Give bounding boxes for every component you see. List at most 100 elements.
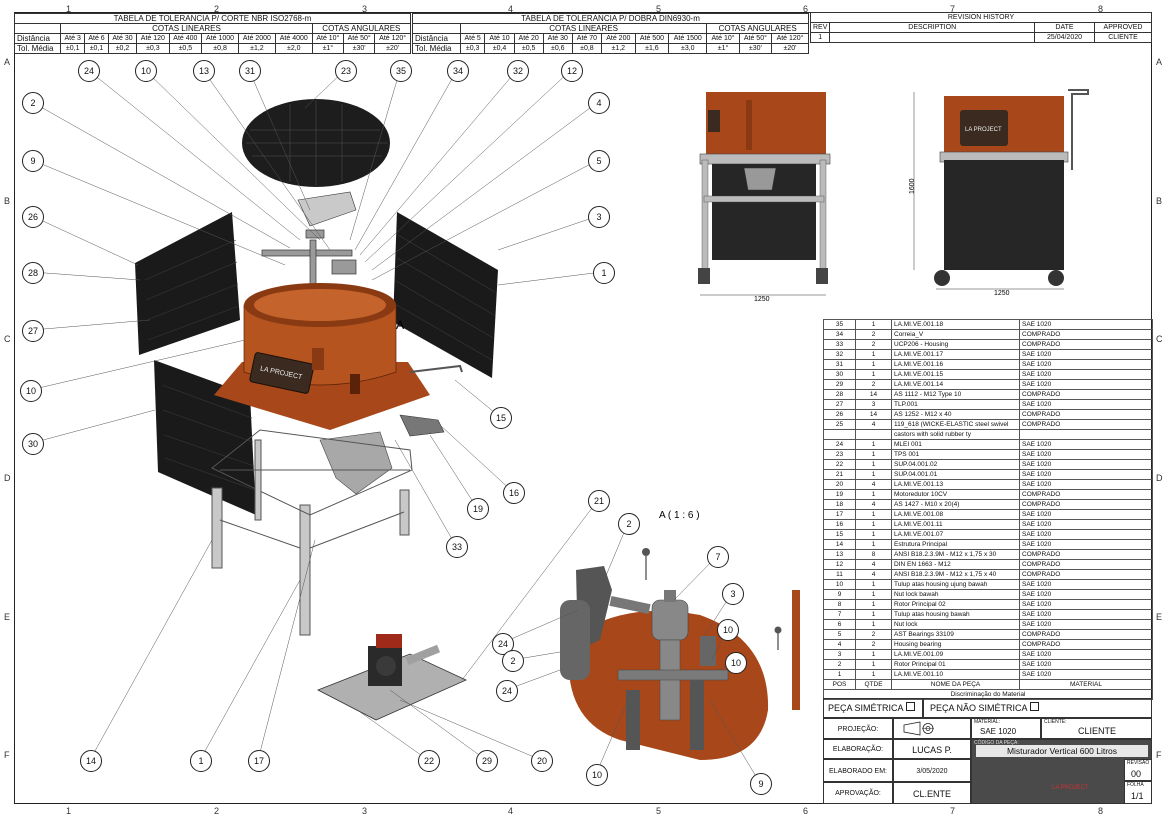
bom-qty: 1 xyxy=(855,439,892,450)
bom-material: SAE 1020 xyxy=(1019,519,1153,530)
part-callout: 21 xyxy=(588,490,610,512)
bom-header-material: MATERIAL xyxy=(1019,679,1153,690)
bom-material: SAE 1020 xyxy=(1019,649,1153,660)
bom-pos: 13 xyxy=(823,549,856,560)
bom-qty: 4 xyxy=(855,419,892,430)
tolerance-table-cut: TABELA DE TOLERANCIA P/ CORTE NBR ISO276… xyxy=(13,13,412,54)
tol-cut-row2-label: Tol. Média xyxy=(13,43,62,54)
bom-name: TPS 001 xyxy=(891,449,1020,460)
bom-material: SAE 1020 xyxy=(1019,369,1153,380)
detail-callout: 7 xyxy=(707,546,729,568)
part-callout: 35 xyxy=(390,60,412,82)
bom-material: SAE 1020 xyxy=(1019,669,1153,680)
bom-name: LA.MI.VE.001.14 xyxy=(891,379,1020,390)
bom-pos: 26 xyxy=(823,409,856,420)
bom-pos: 32 xyxy=(823,349,856,360)
bom-name: AS 1252 - M12 x 40 xyxy=(891,409,1020,420)
bom-name: LA.MI.VE.001.15 xyxy=(891,369,1020,380)
zone-col-marker: 8 xyxy=(1098,806,1104,816)
bom-name: AS 1112 - M12 Type 10 xyxy=(891,389,1020,400)
bom-header-pos: POS xyxy=(823,679,856,690)
bom-qty: 1 xyxy=(855,579,892,590)
tol-bend-values-row: Tol. Média±0,3±0,4±0,5±0,6±0,8±1,2±1,6±3… xyxy=(412,43,809,54)
revision-history: REVISION HISTORY REV DESCRIPTION DATE AP… xyxy=(809,12,1152,43)
bom-pos: 5 xyxy=(823,629,856,640)
detail-callout: 24 xyxy=(496,680,518,702)
bom-qty: 3 xyxy=(855,399,892,410)
bom-material: SAE 1020 xyxy=(1019,459,1153,470)
bom-qty: 1 xyxy=(855,459,892,470)
bom-header-name: NOME DA PEÇA xyxy=(891,679,1020,690)
discharge-hopper xyxy=(319,431,393,495)
bom-material: SAE 1020 xyxy=(1019,359,1153,370)
part-callout: 17 xyxy=(248,750,270,772)
bom-name: Nut lock bawah xyxy=(891,589,1020,600)
part-callout: 28 xyxy=(22,262,44,284)
part-callout: 20 xyxy=(531,750,553,772)
exploded-isometric-view: LA PROJECT xyxy=(29,69,603,761)
bom-pos xyxy=(823,429,856,440)
bom-qty: 1 xyxy=(855,369,892,380)
side-view: LA PROJECT 1600 1250 xyxy=(909,89,1089,297)
bom-pos: 1 xyxy=(823,669,856,680)
part-callout: 13 xyxy=(193,60,215,82)
bom-material: SAE 1020 xyxy=(1019,509,1153,520)
bom-pos: 27 xyxy=(823,399,856,410)
bom-qty: 1 xyxy=(855,449,892,460)
sym-checkbox[interactable] xyxy=(905,702,915,711)
bom-pos: 8 xyxy=(823,599,856,610)
zone-col-marker: 1 xyxy=(66,4,72,14)
zone-row-marker: F xyxy=(4,750,10,760)
bom-pos: 15 xyxy=(823,529,856,540)
bom-name: LA.MI.VE.001.11 xyxy=(891,519,1020,530)
elaboration-label: ELABORAÇÃO: xyxy=(823,739,893,759)
projection-symbol xyxy=(893,718,971,739)
part-callout: 16 xyxy=(503,482,525,504)
bom-name: LA.MI.VE.001.16 xyxy=(891,359,1020,370)
tol-value-cell: ±0,2 xyxy=(107,43,138,54)
bom-name: SUP.04.001.01 xyxy=(891,469,1020,480)
client-value: CLIENTE xyxy=(1078,726,1117,736)
bom-pos: 34 xyxy=(823,329,856,340)
tolerance-table-bend: TABELA DE TOLERANCIA P/ DOBRA DIN6930-m … xyxy=(412,13,809,54)
bom-qty: 1 xyxy=(855,509,892,520)
zone-col-marker: 1 xyxy=(66,806,72,816)
tol-value-cell: ±20' xyxy=(374,43,411,54)
bom-name: ANSI B18.2.3.9M - M12 x 1,75 x 40 xyxy=(891,569,1020,580)
bom-material: COMPRADO xyxy=(1019,569,1153,580)
nonsym-checkbox[interactable] xyxy=(1029,702,1039,711)
bom-material: SAE 1020 xyxy=(1019,599,1153,610)
zone-col-marker: 4 xyxy=(508,4,514,14)
detail-callout: 9 xyxy=(750,773,772,795)
part-callout: 1 xyxy=(190,750,212,772)
bom-material: SAE 1020 xyxy=(1019,539,1153,550)
bom-pos: 22 xyxy=(823,459,856,470)
part-callout: 34 xyxy=(447,60,469,82)
bom-qty: 8 xyxy=(855,549,892,560)
bom-material: SAE 1020 xyxy=(1019,589,1153,600)
zone-col-marker: 6 xyxy=(803,4,809,14)
part-callout: 27 xyxy=(22,320,44,342)
bom-pos: 14 xyxy=(823,539,856,550)
bom-name: AS 1427 - M10 x 20(4) xyxy=(891,499,1020,510)
bom-name: LA.MI.VE.001.18 xyxy=(891,319,1020,330)
material-value: SAE 1020 xyxy=(980,727,1017,736)
bom-qty: 1 xyxy=(855,599,892,610)
bom-material: COMPRADO xyxy=(1019,549,1153,560)
part-callout: 19 xyxy=(467,498,489,520)
zone-col-marker: 6 xyxy=(803,806,809,816)
section-marker-a: A xyxy=(396,318,404,332)
bom-qty: 2 xyxy=(855,329,892,340)
tol-value-cell: ±0,8 xyxy=(571,43,602,54)
